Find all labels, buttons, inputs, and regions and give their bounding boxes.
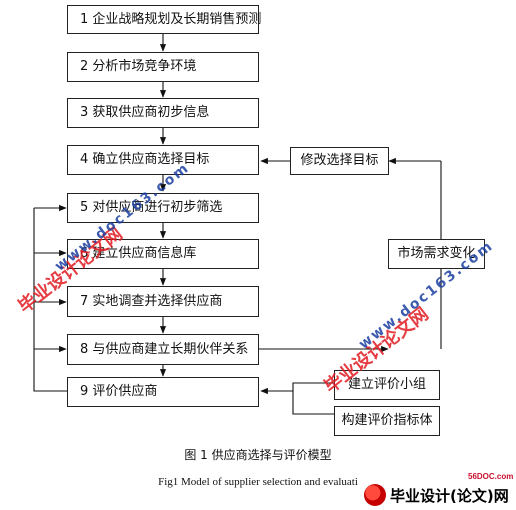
figure-caption-en: Fig1 Model of supplier selection and eva… [158, 476, 358, 488]
figure-caption-cn: 图 1 供应商选择与评价模型 [184, 448, 332, 462]
support-bracket [292, 382, 334, 415]
feedback-line [33, 208, 67, 392]
brand-badge: 毕业设计(论文)网 [364, 483, 514, 507]
eval-team-box: 建立评价小组 [334, 370, 440, 400]
step-6-box: 6 建立供应商信息库 [67, 239, 259, 269]
modify-target-box: 修改选择目标 [290, 147, 389, 175]
brand-name: 毕业设计(论文)网 [390, 487, 509, 505]
step-9-box: 9 评价供应商 [67, 377, 259, 407]
brand-site: 56DOC.com [468, 472, 514, 481]
step-1-box: 1 企业战略规划及长期销售预测 [67, 5, 261, 34]
market-change-box: 市场需求变化 [388, 239, 485, 269]
step-5-box: 5 对供应商进行初步筛选 [67, 193, 259, 223]
step-8-box: 8 与供应商建立长期伙伴关系 [67, 334, 259, 365]
brand-logo-icon [364, 484, 386, 506]
step-2-box: 2 分析市场竞争环境 [67, 52, 259, 82]
eval-index-box: 构建评价指标体 [334, 406, 440, 436]
step-4-box: 4 确立供应商选择目标 [67, 145, 259, 175]
step-7-box: 7 实地调查并选择供应商 [67, 286, 259, 317]
step-3-box: 3 获取供应商初步信息 [67, 98, 259, 128]
